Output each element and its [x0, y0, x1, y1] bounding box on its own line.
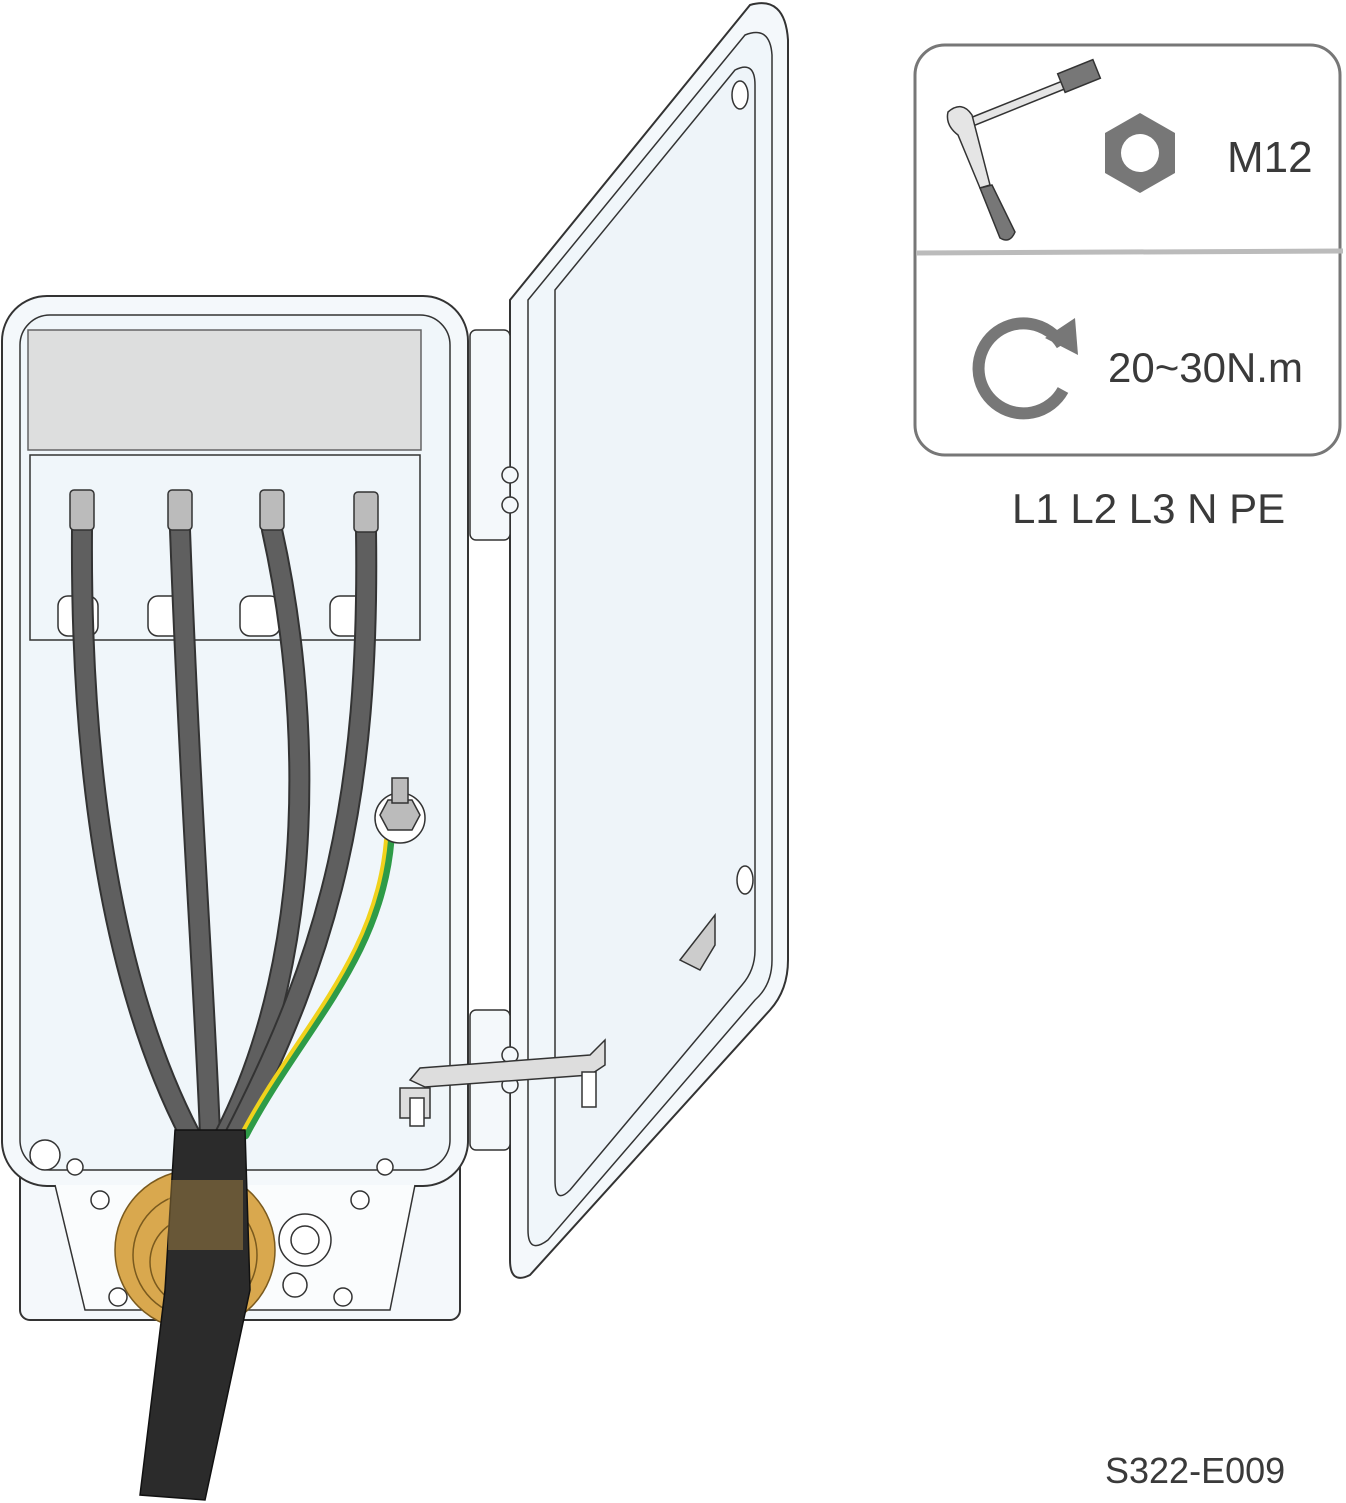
door-latch — [399, 1038, 606, 1127]
terminal-labels: L1 L2 L3 N PE — [1012, 485, 1285, 532]
enclosure-door — [509, 2, 789, 1279]
main-cable — [139, 1129, 251, 1501]
nut-size-label: M12 — [1227, 133, 1313, 182]
hex-nut-icon — [1105, 113, 1175, 193]
spec-box: M12 20~30N.m — [913, 43, 1344, 457]
rotate-clockwise-icon — [972, 317, 1078, 420]
torque-label: 20~30N.m — [1108, 344, 1303, 391]
figure-id: S322-E009 — [1105, 1450, 1285, 1491]
ratchet-wrench-icon — [946, 58, 1102, 241]
cables — [70, 519, 395, 1146]
terminal-bolts — [69, 489, 426, 844]
